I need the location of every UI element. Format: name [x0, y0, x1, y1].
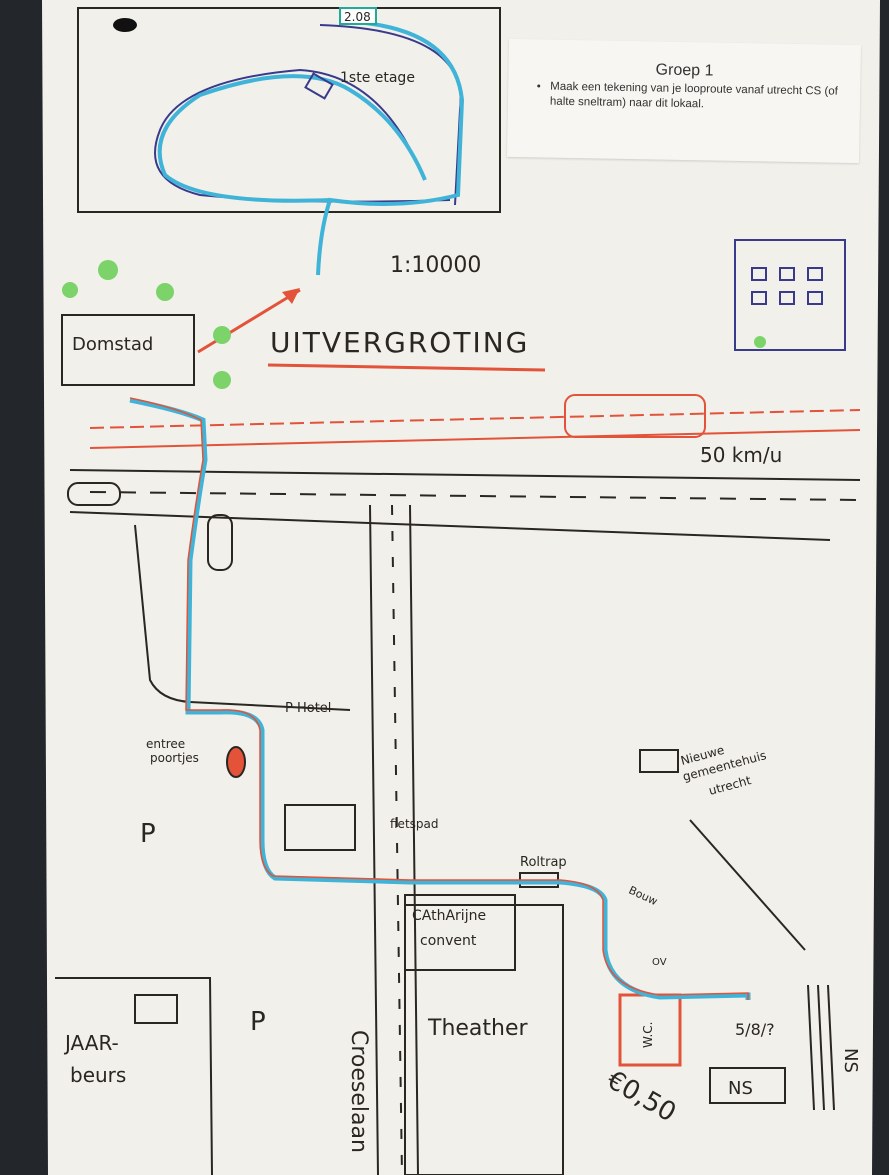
ov-gate-label: OV — [652, 957, 667, 968]
zoom-arrow — [197, 288, 301, 354]
building-block — [284, 804, 356, 851]
townhall-icon — [639, 749, 679, 773]
direction-arrow — [689, 819, 806, 951]
pavilion-icon — [134, 994, 178, 1024]
floor-label: 1ste etage — [340, 70, 415, 86]
jaarbeurs-block — [55, 977, 213, 1175]
parking-label-1: P — [140, 819, 156, 849]
ns-label-1: NS — [728, 1078, 753, 1099]
road-centerline — [89, 491, 861, 501]
walking-route-red — [129, 397, 749, 1000]
stairs-box — [304, 72, 334, 100]
speed-label: 50 km/u — [700, 443, 782, 467]
domstad-label: Domstad — [72, 334, 153, 355]
zoom-label: UITVERGROTING — [270, 326, 529, 359]
person-icon — [226, 746, 246, 778]
bike-path-label: fietspad — [390, 817, 439, 831]
jaarbeurs-label-2: beurs — [70, 1063, 126, 1087]
grass-decorations — [62, 260, 766, 389]
traffic-light-icon — [207, 514, 233, 571]
ns-label-2: NS — [840, 1048, 861, 1073]
street-label: Croeselaan — [346, 1030, 371, 1153]
hole — [113, 18, 137, 32]
catharijne-label-1: CAthArijne — [412, 908, 486, 924]
escalator-label: Roltrap — [520, 855, 567, 870]
domstad-box — [61, 314, 195, 386]
theater-block — [404, 904, 564, 1175]
street-edge — [369, 504, 379, 1175]
platform-label: 5/8/? — [735, 1020, 775, 1039]
car-icon — [67, 482, 121, 506]
parking-label-2: P — [250, 1007, 266, 1037]
walking-route — [129, 397, 751, 1000]
tram-track — [89, 409, 861, 429]
note-bullet: Maak een tekening van je looproute vanaf… — [550, 80, 840, 115]
street-edge — [409, 504, 419, 1175]
room-box — [339, 7, 377, 25]
railway-tracks — [807, 984, 835, 1111]
office-building-sketch — [734, 239, 846, 351]
street-centerline — [391, 504, 403, 1175]
arrowhead-icon — [282, 288, 300, 304]
scale-label: 1:10000 — [390, 253, 481, 278]
room-number: 2.08 — [344, 10, 371, 24]
assignment-note: Groep 1 Maak een tekening van je looprou… — [506, 38, 862, 164]
tram-track — [89, 429, 861, 449]
route-in-building — [157, 20, 465, 276]
tram-sketch — [564, 394, 706, 438]
hotel-label: P Hotel — [285, 701, 331, 716]
enlargement-frame — [77, 7, 501, 213]
zoom-underline — [267, 363, 546, 372]
entree-label-1: entree — [146, 737, 185, 751]
entree-label-2: poortjes — [150, 751, 199, 765]
wc-label: W.C. — [641, 1022, 655, 1049]
theater-label: Theather — [427, 1016, 529, 1041]
ns-station-box — [709, 1067, 786, 1104]
jaarbeurs-label-1: JAAR- — [63, 1031, 119, 1055]
catharijne-label-2: convent — [420, 933, 477, 949]
paper-sheet — [42, 0, 880, 1175]
